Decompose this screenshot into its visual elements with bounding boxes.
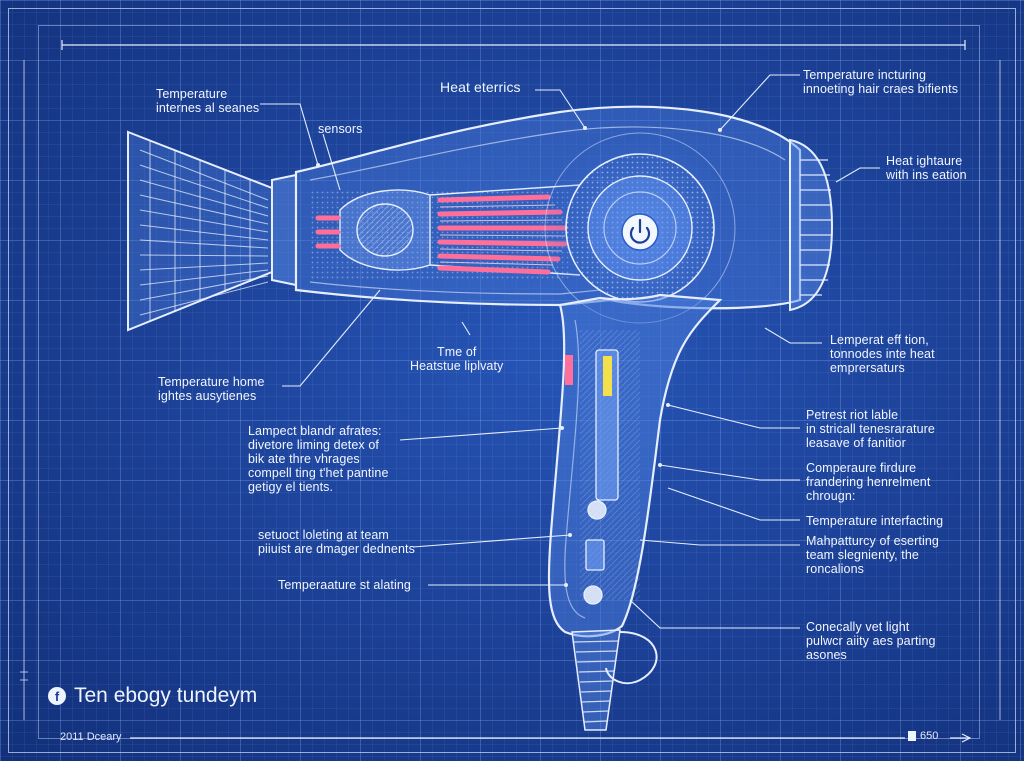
hanging-loop bbox=[605, 631, 658, 685]
handle-controls bbox=[565, 349, 619, 605]
power-button-icon bbox=[621, 213, 659, 251]
callout-conecally-vet-light: Conecally vet light pulwcr aiity aes par… bbox=[806, 620, 936, 662]
dimension-line-bottom bbox=[130, 733, 972, 743]
callout-temperaature-st-alating: Temperaature st alating bbox=[278, 578, 411, 592]
cord-rings bbox=[573, 640, 619, 723]
callout-time-of-heatstue: Tme of Heatstue liplvaty bbox=[410, 345, 504, 373]
callout-comperaure-firdure: Comperaure firdure frandering henrelment… bbox=[806, 461, 931, 503]
callout-lemperat-eff-tion: Lemperat eff tion, tonnodes inte heat em… bbox=[830, 333, 935, 375]
heating-element-stripes bbox=[439, 204, 566, 266]
callout-setuoct-loleting: setuoct loleting at team piiuist are dma… bbox=[258, 528, 415, 556]
cord-strain-relief bbox=[571, 629, 621, 731]
scale-marker bbox=[908, 731, 916, 741]
heating-elements bbox=[315, 194, 568, 275]
nozzle-vents bbox=[139, 140, 269, 322]
facebook-icon[interactable]: f bbox=[48, 687, 66, 705]
callout-heat-ightaure: Heat ightaure with ins eation bbox=[886, 154, 967, 182]
callout-sensors: sensors bbox=[318, 122, 363, 136]
callout-lampect-blandr: Lampect blandr afrates: divetore liming … bbox=[248, 424, 389, 494]
leader-line-dots bbox=[316, 126, 722, 587]
footer-right-note: 650 bbox=[920, 730, 939, 742]
heating-core bbox=[339, 184, 581, 276]
callout-heat-elements: Heat eterrics bbox=[440, 79, 521, 95]
leader-lines bbox=[260, 74, 880, 629]
handle bbox=[547, 293, 723, 638]
rear-intake-vents bbox=[800, 159, 832, 296]
callout-temperature-incturing: Temperature incturing innoeting hair cra… bbox=[803, 68, 959, 96]
nozzle bbox=[127, 130, 297, 332]
dimension-line-top bbox=[61, 40, 966, 50]
side-ticks bbox=[20, 60, 1001, 720]
callout-mahpatturcy: Mahpatturcy of eserting team slegnienty,… bbox=[806, 534, 939, 576]
callout-temperature-home: Temperature home ightes ausytienes bbox=[158, 375, 265, 403]
callout-temperature-internal-sensors: Temperature internes al seanes bbox=[156, 87, 260, 115]
footer-title-text: Ten ebogy tundeym bbox=[74, 684, 258, 707]
rear-intake bbox=[789, 138, 834, 312]
callout-temperature-interfacting: Temperature interfacting bbox=[806, 514, 944, 528]
footer-title: f Ten ebogy tundeym bbox=[48, 684, 257, 708]
callout-petrest-not-lable: Petrest riot lable in stricall tenesrara… bbox=[806, 408, 935, 450]
footer-left-note: 2011 Dceary bbox=[60, 731, 122, 743]
